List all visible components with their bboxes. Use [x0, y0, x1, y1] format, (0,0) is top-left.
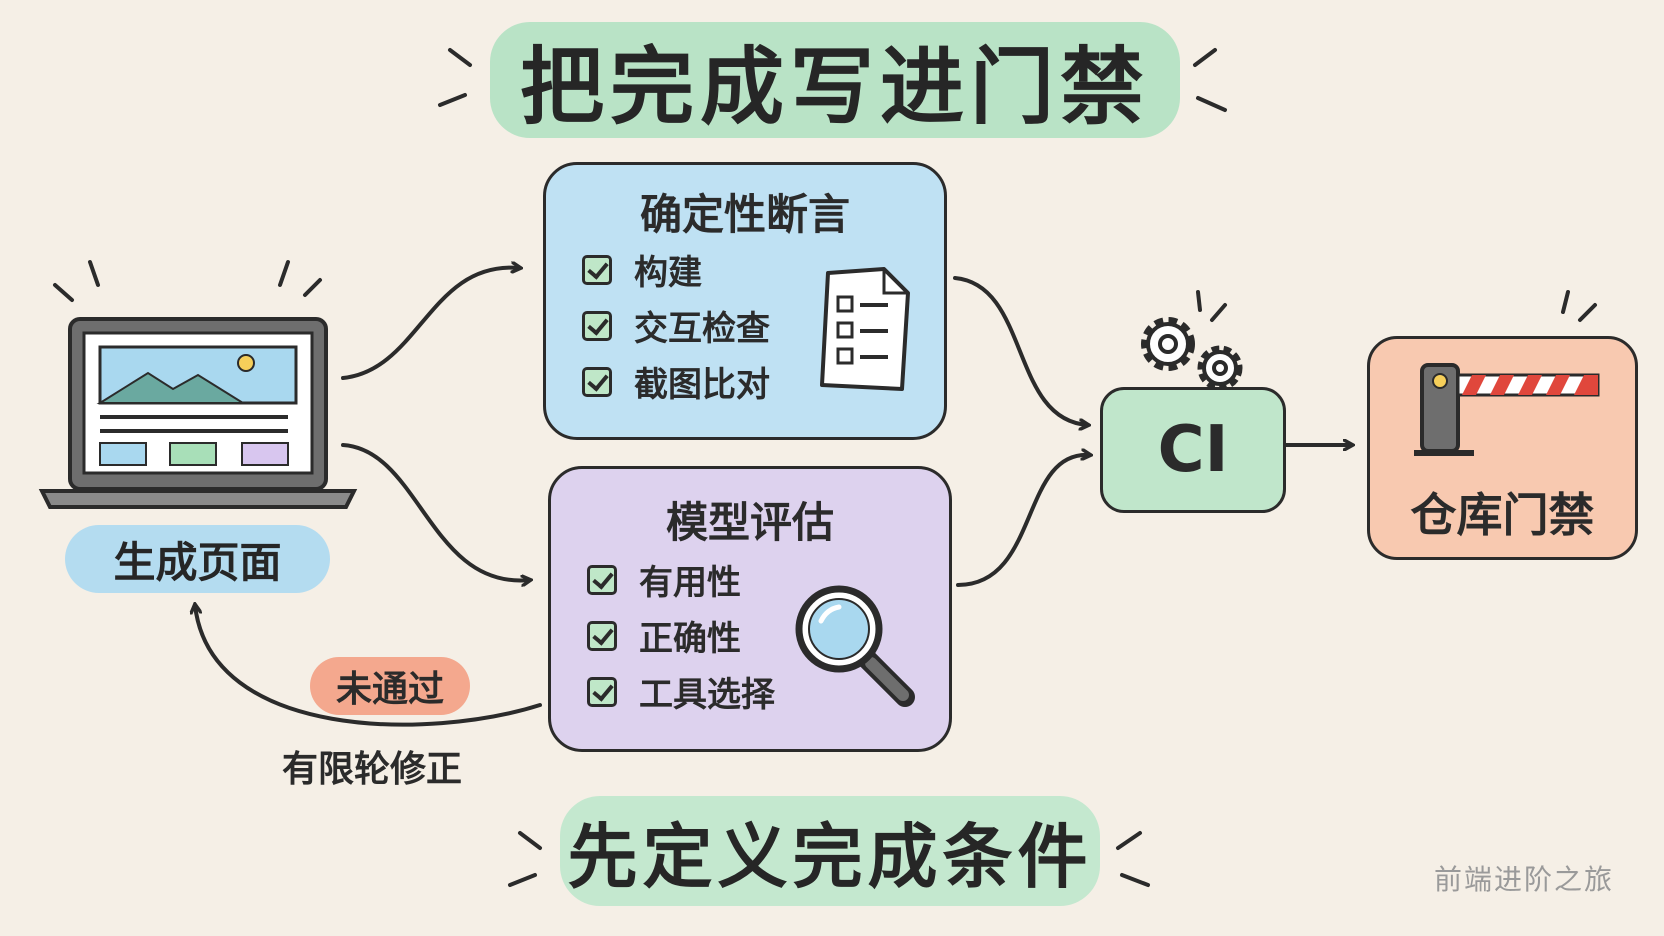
checkbox-checked-icon [582, 310, 612, 341]
check-item: 有用性 [587, 555, 741, 604]
check-item: 构建 [582, 245, 702, 294]
generate-page-label: 生成页面 [65, 525, 330, 593]
deterministic-title: 确定性断言 [639, 190, 850, 239]
arrow-det-to-ci [953, 276, 1088, 425]
check-item: 正确性 [587, 611, 741, 660]
laptop-icon [38, 317, 358, 509]
barrier-gate-icon [1414, 363, 1600, 456]
retry-text: 有限轮修正 [282, 749, 463, 790]
deterministic-assertions-card: 确定性断言 构建 交互检查 截图比对 [543, 162, 947, 440]
checklist-document-icon [820, 267, 910, 391]
model-eval-title: 模型评估 [665, 498, 834, 547]
ci-box: CI [1100, 387, 1286, 513]
repo-gate-box: 仓库门禁 [1367, 336, 1638, 560]
arrow-model-to-ci [956, 455, 1090, 587]
checkbox-checked-icon [587, 676, 617, 707]
footer-banner: 先定义完成条件 [560, 796, 1100, 906]
checkbox-checked-icon [587, 620, 617, 651]
arrow-feedback [195, 605, 542, 727]
checkbox-checked-icon [582, 254, 612, 285]
magnifier-icon [795, 585, 915, 707]
check-item: 截图比对 [582, 357, 770, 406]
fail-badge: 未通过 [310, 657, 470, 715]
gears-icon [1141, 317, 1243, 391]
arrow-gen-to-det [341, 268, 520, 380]
watermark: 前端进阶之旅 [1434, 863, 1615, 896]
model-evaluation-card: 模型评估 有用性 正确性 工具选择 [548, 466, 952, 752]
arrow-gen-to-model [341, 443, 530, 581]
page-title: 把完成写进门禁 [490, 22, 1180, 138]
check-item: 交互检查 [582, 301, 770, 350]
checkbox-checked-icon [582, 366, 612, 397]
checkbox-checked-icon [587, 564, 617, 595]
check-item: 工具选择 [587, 667, 775, 716]
repo-gate-label: 仓库门禁 [1410, 488, 1595, 542]
